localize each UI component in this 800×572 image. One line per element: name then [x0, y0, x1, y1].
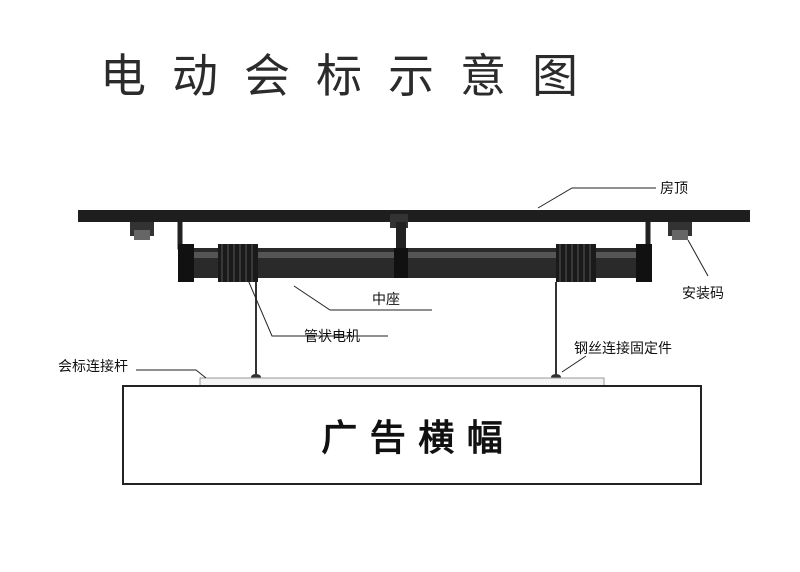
- leader-middle-seat: [293, 285, 432, 311]
- banner-board: [122, 385, 702, 485]
- motor-coil-left: [218, 244, 258, 282]
- banner-bar: [199, 377, 605, 387]
- label-mount-block: 安装码: [682, 286, 724, 302]
- leader-roof: [537, 187, 656, 209]
- roof-plate: [78, 210, 750, 222]
- leader-motor: [247, 279, 388, 337]
- label-roof: 房顶: [660, 181, 688, 197]
- label-wire-fixture: 钢丝连接固定件: [574, 340, 672, 357]
- label-tubular-motor: 管状电机: [304, 329, 360, 345]
- leader-mount: [687, 239, 709, 277]
- tube-end-left: [178, 244, 194, 282]
- diagram-title: 电动会标示意图: [100, 49, 604, 103]
- mount-block-left: [130, 222, 154, 240]
- tube-end-right: [636, 244, 652, 282]
- leader-bar: [136, 369, 207, 379]
- motor-coil-right: [556, 244, 596, 282]
- banner-text: 广 告 横 幅: [321, 417, 503, 459]
- label-banner-bar: 会标连接杆: [58, 358, 128, 375]
- mount-block-right: [668, 222, 692, 240]
- middle-seat: [396, 222, 406, 256]
- label-middle-seat: 中座: [372, 292, 400, 308]
- leader-wire-fixture: [561, 355, 587, 373]
- tube-joint-center: [394, 248, 408, 278]
